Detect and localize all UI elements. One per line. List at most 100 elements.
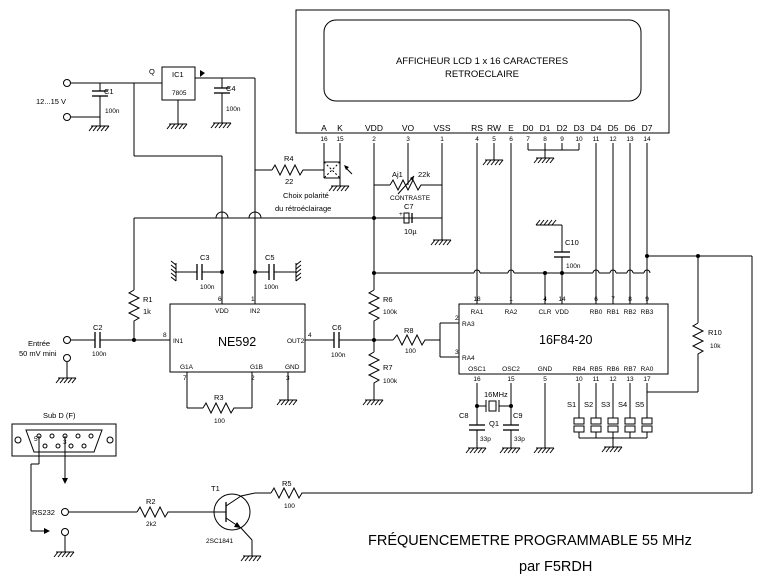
pic-pin-num-ra4: 3: [455, 349, 459, 356]
c10-value: 100n: [566, 263, 581, 270]
r8-label: R8: [404, 326, 414, 335]
r5-label: R5: [282, 479, 292, 488]
lcd-pin-num-d2: 9: [560, 136, 564, 143]
lcd-pin-d1: D1: [540, 123, 551, 133]
lcd-pin-k: K: [337, 123, 343, 133]
crystal-freq: 16MHz: [484, 390, 508, 399]
ne592-pin-g1a-num: 7: [183, 375, 187, 382]
regulator-name: IC1: [172, 70, 184, 79]
pic-pin-num-gnd: 5: [543, 376, 547, 383]
r8: R8 100: [392, 322, 459, 358]
input-label-1: Entrée: [28, 339, 50, 348]
pic-pin-num-osc1: 16: [473, 376, 481, 383]
r3: R3 100: [186, 372, 298, 425]
r7-value: 100k: [383, 378, 398, 385]
c6-label: C6: [332, 323, 342, 332]
lcd-pin-vo: VO: [402, 123, 415, 133]
c3: C3 100n: [170, 253, 224, 291]
switch-label-s3: S3: [601, 400, 610, 409]
lcd-pin-num-a: 16: [320, 136, 328, 143]
backlight-polarity: Choix polarité du rétroéclairage: [275, 161, 353, 213]
t1-label: T1: [211, 484, 220, 493]
lcd-pin-num-d4: 11: [593, 136, 600, 143]
c7-label: C7: [404, 202, 414, 211]
r4-value: 22: [285, 177, 293, 186]
c6-value: 100n: [331, 352, 346, 359]
c10: C10 100n: [535, 219, 581, 304]
r7: R7 100k: [362, 351, 398, 406]
pic-pin-rb6: RB6: [607, 366, 620, 373]
lcd-title-line2: RETROECLAIRE: [445, 69, 519, 80]
lcd-pin-num-d0: 7: [526, 136, 530, 143]
pic-pin-num-ra3: 2: [455, 315, 459, 322]
c5: C5 100n: [253, 218, 302, 304]
lcd-pin-vss: VSS: [433, 123, 450, 133]
lcd-display: AFFICHEUR LCD 1 x 16 CARACTERES RETROECL…: [295, 9, 670, 143]
regulator-part: 7805: [172, 90, 187, 97]
c3-label: C3: [200, 253, 210, 262]
r6-label: R6: [383, 295, 393, 304]
lcd-pin-d4: D4: [591, 123, 602, 133]
lcd-pin-num-vdd: 2: [372, 136, 376, 143]
pic-pin-rb0: RB0: [590, 309, 603, 316]
backlight-label-1: Choix polarité: [283, 191, 329, 200]
ne592-pin-g1a: G1A: [180, 364, 194, 371]
r1: R1 1k: [127, 289, 153, 340]
c2-label: C2: [93, 323, 103, 332]
pic-pin-rb1: RB1: [607, 309, 620, 316]
pic-pin-ra0: RA0: [641, 366, 654, 373]
pic-pin-num-ra2: 1: [509, 296, 513, 303]
c7-value: 10µ: [404, 227, 417, 236]
ne592-chip: NE592 VDD 6 IN2 1 IN1 8 OUT2 4 G1A 7 G1B…: [163, 296, 312, 382]
pic-pin-rb2: RB2: [624, 309, 637, 316]
diagram-author: par F5RDH: [519, 559, 592, 575]
r2-label: R2: [146, 497, 156, 506]
pic-pin-ra1: RA1: [471, 309, 484, 316]
subd-connector: Sub D (F) 5 3: [11, 411, 117, 534]
transistor-t1: T1 2SC1841: [206, 484, 262, 562]
c1-value: 100n: [105, 108, 120, 115]
c9-label: C9: [513, 411, 523, 420]
lcd-pin-d0: D0: [523, 123, 534, 133]
switch-s2: S2: [584, 383, 602, 438]
r6-value: 100k: [383, 309, 398, 316]
r10-label: R10: [708, 328, 722, 337]
c8-label: C8: [459, 411, 469, 420]
c4-label: C4: [226, 84, 236, 93]
subd-label: Sub D (F): [43, 411, 76, 420]
ne592-pin-vdd-num: 6: [218, 296, 222, 303]
ne592-pin-gnd: GND: [285, 364, 300, 371]
pic-pin-num-rb7: 13: [626, 376, 634, 383]
lcd-title-line1: AFFICHEUR LCD 1 x 16 CARACTERES: [396, 56, 568, 67]
c9-value: 33p: [514, 436, 525, 443]
pic-pin-num-clr: 4: [543, 296, 547, 303]
ne592-pin-vdd: VDD: [215, 308, 229, 315]
ne592-pin-out2: OUT2: [287, 338, 305, 345]
pic-pin-num-rb1: 7: [611, 296, 615, 303]
switch-label-s2: S2: [584, 400, 593, 409]
pic-pin-rb4: RB4: [573, 366, 586, 373]
lcd-pin-d5: D5: [608, 123, 619, 133]
supply-voltage-label: 12...15 V: [36, 97, 66, 106]
lcd-pin-num-vss: 1: [440, 136, 444, 143]
lcd-pin-num-d3: 10: [575, 136, 583, 143]
r3-label: R3: [214, 393, 224, 402]
lcd-pin-num-rs: 4: [475, 136, 479, 143]
pic-pin-num-ra1: 18: [473, 296, 481, 303]
lcd-pin-num-d1: 8: [543, 136, 547, 143]
pic-pin-osc1: OSC1: [468, 366, 486, 373]
pic-pin-num-rb0: 6: [594, 296, 598, 303]
c3-value: 100n: [200, 284, 215, 291]
svg-text:+: +: [399, 211, 403, 218]
lcd-wiring: [323, 143, 648, 304]
pic-pin-ra3: RA3: [462, 321, 475, 328]
lcd-pin-vdd: VDD: [365, 123, 383, 133]
switch-label-s4: S4: [618, 400, 627, 409]
pic-pin-osc2: OSC2: [502, 366, 520, 373]
crystal-name: Q1: [489, 419, 499, 428]
lcd-pin-d3: D3: [574, 123, 585, 133]
lcd-pin-num-e: 6: [509, 136, 513, 143]
lcd-pin-a: A: [321, 123, 327, 133]
